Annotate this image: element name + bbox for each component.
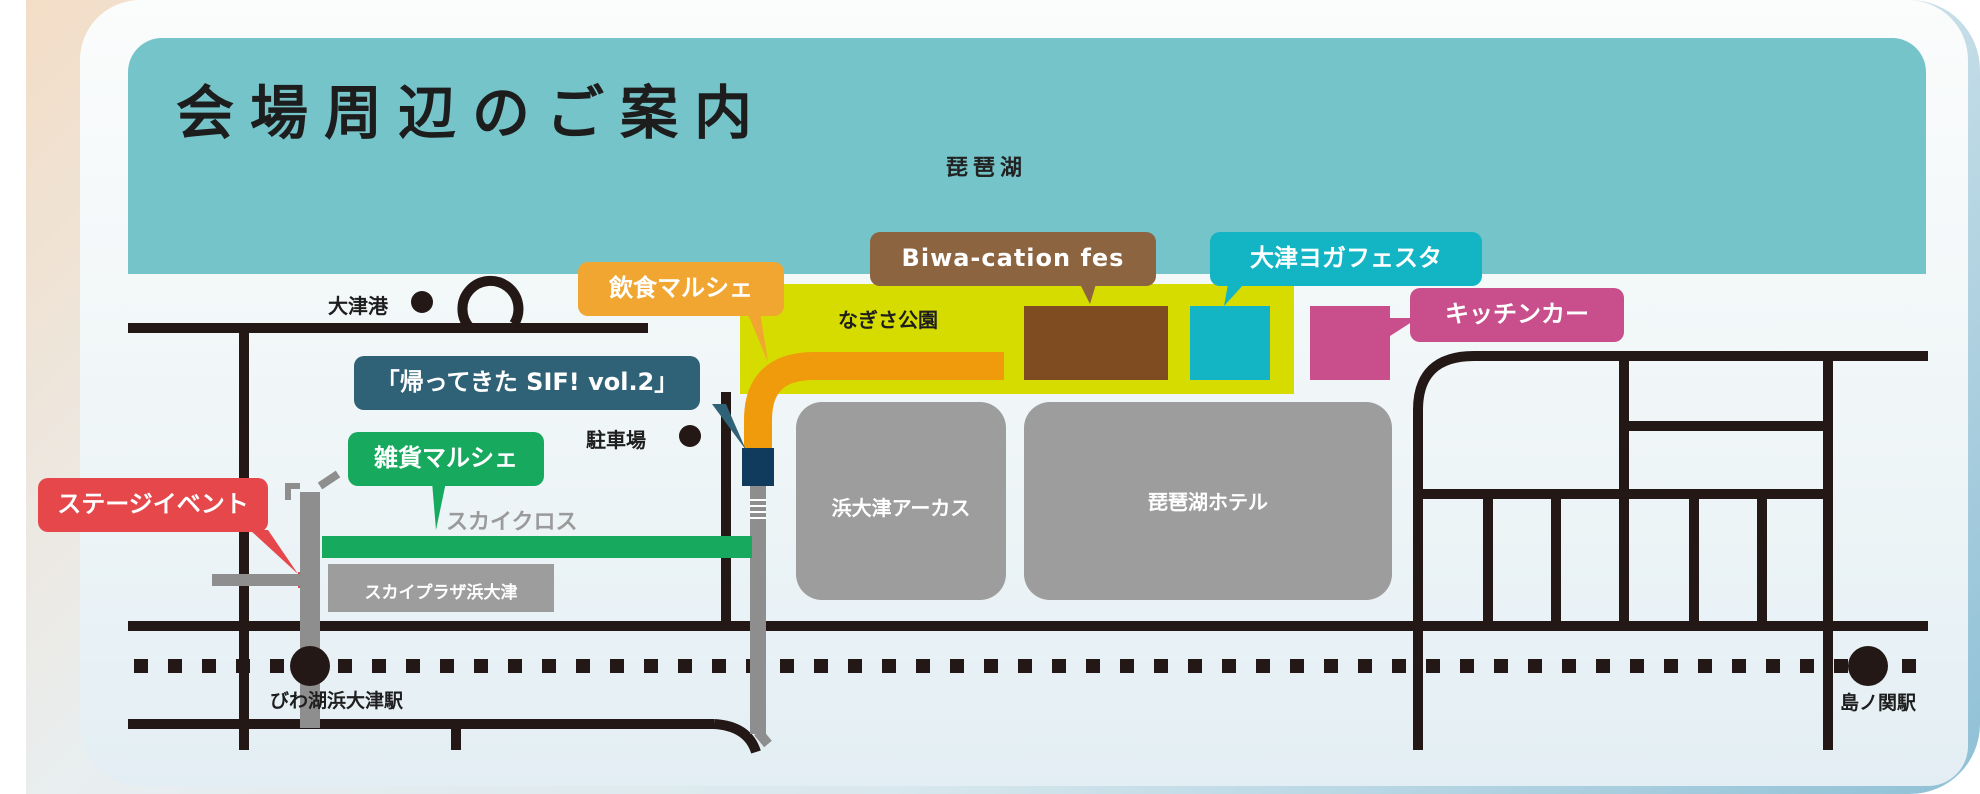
- parking-marker: [679, 425, 701, 447]
- page-title: 会場周辺のご案内: [176, 79, 769, 147]
- biwako-hotel-label: 琵琶湖ホテル: [1148, 490, 1268, 514]
- sky-plaza-building[interactable]: [328, 564, 554, 612]
- zakka-marche-callout[interactable]: 雑貨マルシェ: [348, 432, 544, 486]
- yoga-festa-area[interactable]: [1190, 306, 1270, 380]
- station-label-shimanoseki: 島ノ関駅: [1840, 692, 1917, 714]
- kitchen-car-area[interactable]: [1310, 306, 1390, 380]
- road-network: [128, 323, 1928, 754]
- food-marche-callout[interactable]: 飲食マルシェ: [578, 262, 784, 316]
- biwako-hotel-building[interactable]: [1024, 402, 1392, 600]
- parking-label: 駐車場: [586, 428, 646, 452]
- yoga-festa-callout[interactable]: 大津ヨガフェスタ: [1210, 232, 1482, 286]
- sky-cross-label: スカイクロス: [446, 510, 578, 535]
- nagisa-park-label: なぎさ公園: [838, 308, 938, 332]
- arcas-label: 浜大津アーカス: [831, 496, 971, 520]
- station-marker-shimanoseki: [1848, 646, 1888, 686]
- station-label-hamaotsu: びわ湖浜大津駅: [270, 690, 404, 712]
- sky-cross-walkway[interactable]: [322, 536, 752, 558]
- station-marker-hamaotsu: [290, 646, 330, 686]
- kitchen-car-callout[interactable]: キッチンカー: [1410, 288, 1624, 342]
- food-marche-route[interactable]: [744, 352, 1004, 448]
- sif-callout[interactable]: 「帰ってきた SIF! vol.2」: [354, 356, 700, 410]
- otsu-port-marker: [411, 291, 433, 313]
- otsu-port-label: 大津港: [328, 294, 388, 318]
- lake-label: 琵琶湖: [946, 156, 1028, 181]
- sky-plaza-label: スカイプラザ浜大津: [364, 583, 518, 603]
- stage-event-callout[interactable]: ステージイベント: [38, 478, 268, 532]
- sif-area[interactable]: [742, 448, 774, 486]
- otsu-port-loop: [457, 275, 524, 332]
- arcas-building[interactable]: [796, 402, 1006, 600]
- biwacation-fes-area[interactable]: [1024, 306, 1168, 380]
- biwacation-fes-callout[interactable]: Biwa-cation fes: [870, 232, 1156, 286]
